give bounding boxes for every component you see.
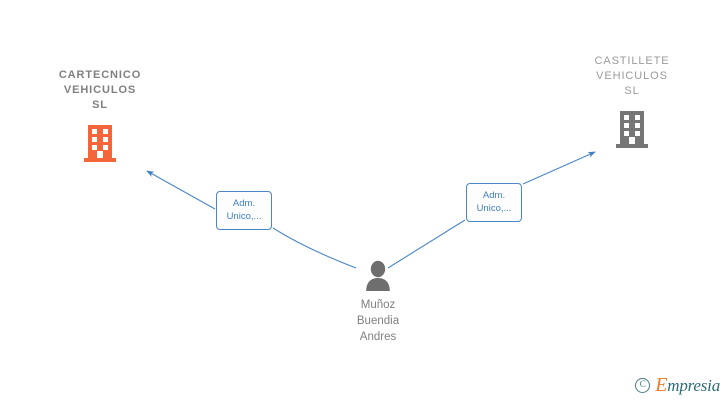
- edge-cartecnico-line: [146, 170, 357, 269]
- building-icon-wrap-castillete: [557, 105, 707, 149]
- copyright-icon: C: [635, 378, 651, 393]
- node-company-cartecnico[interactable]: CARTECNICO VEHICULOS SL: [25, 68, 175, 163]
- building-icon-wrap-cartecnico: [25, 119, 175, 163]
- brand-initial: E: [655, 374, 668, 396]
- building-icon: [84, 125, 116, 162]
- building-icon: [616, 111, 648, 148]
- person-label: Muñoz Buendia Andres: [356, 299, 400, 343]
- company-label-castillete: CASTILLETE VEHICULOS SL: [594, 55, 670, 97]
- person-icon-wrap: [313, 258, 443, 292]
- node-person-munoz-buendia-andres[interactable]: Muñoz Buendia Andres: [313, 258, 443, 345]
- company-label-cartecnico: CARTECNICO VEHICULOS SL: [58, 69, 142, 111]
- watermark-empresia: C Empresia: [635, 374, 720, 396]
- person-icon: [366, 260, 390, 291]
- brand-wordmark: Empresia: [655, 374, 720, 396]
- edge-label-castillete[interactable]: Adm. Unico,...: [466, 183, 522, 222]
- edge-label-cartecnico[interactable]: Adm. Unico,...: [216, 191, 272, 230]
- edge-castillete-line: [387, 151, 596, 269]
- brand-rest: mpresia: [667, 376, 720, 395]
- node-company-castillete[interactable]: CASTILLETE VEHICULOS SL: [557, 54, 707, 149]
